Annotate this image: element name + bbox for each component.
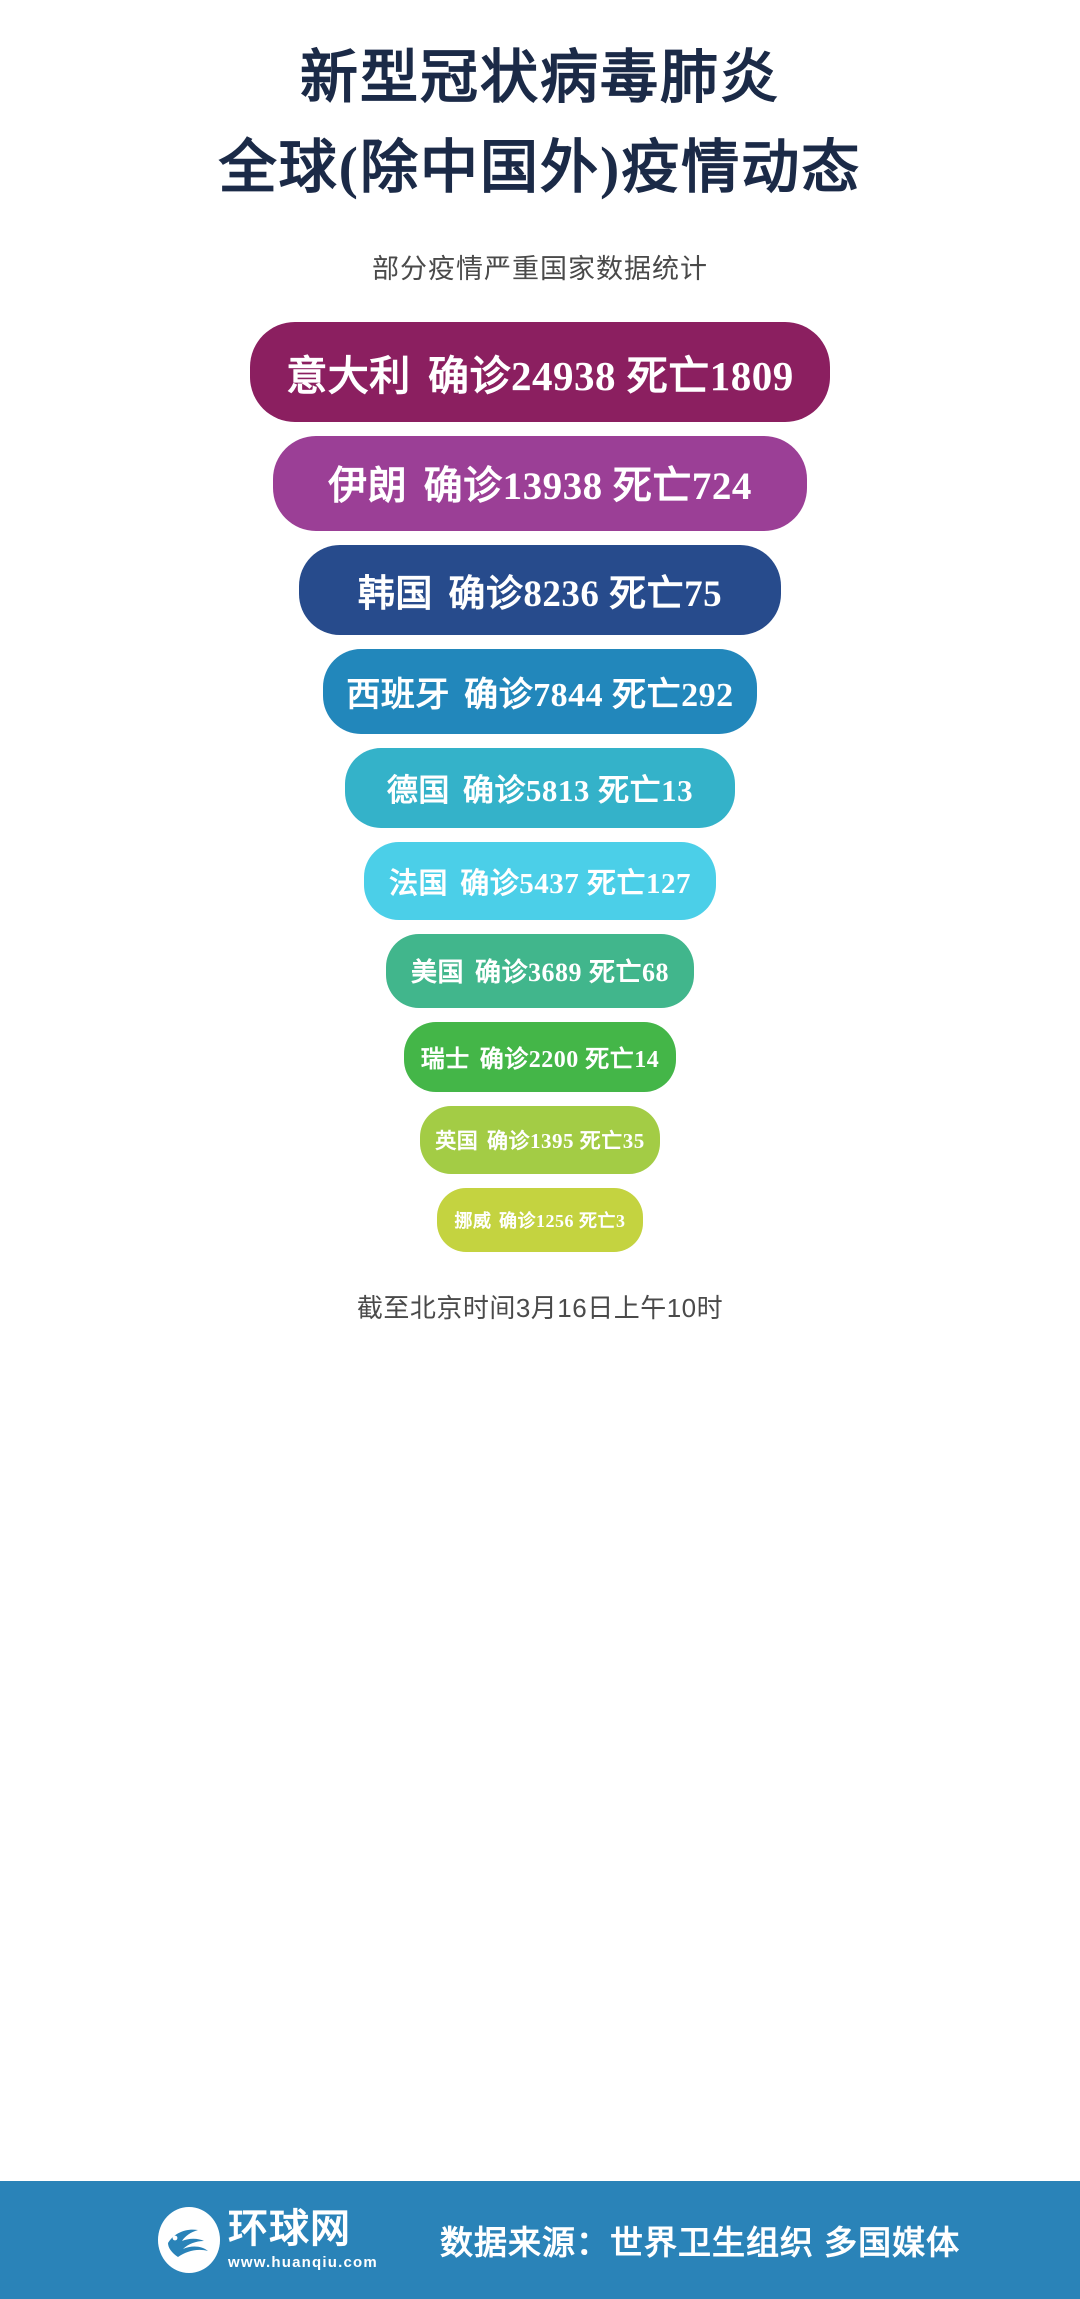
page-subtitle: 部分疫情严重国家数据统计	[372, 253, 708, 284]
country-bar[interactable]: 韩国确诊8236 死亡75	[299, 544, 781, 635]
header: 新型冠状病毒肺炎 全球(除中国外)疫情动态 部分疫情严重国家数据统计	[0, 0, 1080, 286]
bar-stats-label: 确诊5813 死亡13	[462, 773, 694, 809]
bar-row: 美国确诊3689 死亡68	[0, 933, 1080, 1008]
country-bar[interactable]: 美国确诊3689 死亡68	[386, 933, 694, 1008]
bar-row: 德国确诊5813 死亡13	[0, 747, 1080, 828]
globe-eagle-icon	[158, 2207, 220, 2273]
bar-row: 韩国确诊8236 死亡75	[0, 544, 1080, 635]
country-bar[interactable]: 法国确诊5437 死亡127	[364, 841, 716, 920]
bar-stats-label: 确诊1395 死亡35	[487, 1128, 645, 1153]
bar-row: 法国确诊5437 死亡127	[0, 841, 1080, 920]
country-bar[interactable]: 伊朗确诊13938 死亡724	[273, 435, 807, 531]
data-source-text: 数据来源：世界卫生组织 多国媒体	[439, 2224, 961, 2261]
bar-stats-label: 确诊8236 死亡75	[448, 573, 723, 615]
bar-country-label: 韩国	[357, 573, 433, 615]
data-timestamp-note: 截至北京时间3月16日上午10时	[356, 1292, 724, 1323]
bar-row: 挪威确诊1256 死亡3	[0, 1187, 1080, 1252]
country-bar[interactable]: 瑞士确诊2200 死亡14	[404, 1021, 676, 1092]
huanqiu-logo: 环球网 www.huanqiu.com	[158, 2207, 378, 2273]
bar-stats-label: 确诊24938 死亡1809	[427, 352, 794, 399]
country-bar[interactable]: 挪威确诊1256 死亡3	[437, 1187, 643, 1252]
country-bar[interactable]: 德国确诊5813 死亡13	[345, 747, 735, 828]
country-bar[interactable]: 英国确诊1395 死亡35	[420, 1105, 660, 1174]
page-title-line-1: 新型冠状病毒肺炎	[299, 45, 780, 110]
page-title-line-2: 全球(除中国外)疫情动态	[218, 135, 862, 201]
bar-stats-label: 确诊13938 死亡724	[423, 465, 752, 509]
bar-row: 意大利确诊24938 死亡1809	[0, 321, 1080, 422]
bar-row: 英国确诊1395 死亡35	[0, 1105, 1080, 1174]
bar-country-label: 挪威	[454, 1210, 492, 1231]
bar-row: 瑞士确诊2200 死亡14	[0, 1021, 1080, 1092]
bar-country-label: 英国	[435, 1128, 479, 1153]
bar-country-label: 西班牙	[346, 676, 450, 714]
country-bar[interactable]: 西班牙确诊7844 死亡292	[323, 648, 757, 734]
logo-url: www.huanqiu.com	[228, 2254, 378, 2271]
bar-row: 西班牙确诊7844 死亡292	[0, 648, 1080, 734]
bar-stats-label: 确诊7844 死亡292	[464, 676, 734, 714]
bar-country-label: 美国	[411, 958, 465, 988]
bar-country-label: 德国	[386, 773, 450, 809]
bar-stats-label: 确诊2200 死亡14	[479, 1047, 660, 1074]
bar-stats-label: 确诊3689 死亡68	[474, 958, 669, 988]
bar-country-label: 意大利	[286, 352, 411, 399]
bar-country-label: 伊朗	[328, 465, 408, 509]
logo-name: 环球网	[228, 2207, 351, 2251]
bar-stats-label: 确诊5437 死亡127	[460, 867, 691, 900]
bar-stats-label: 确诊1256 死亡3	[499, 1210, 626, 1231]
bar-row: 伊朗确诊13938 死亡724	[0, 435, 1080, 531]
country-bar[interactable]: 意大利确诊24938 死亡1809	[250, 321, 830, 422]
bar-chart: 意大利确诊24938 死亡1809 伊朗确诊13938 死亡724 韩国确诊8236…	[0, 321, 1080, 1266]
bar-country-label: 瑞士	[420, 1047, 470, 1074]
footer-bar: 环球网 www.huanqiu.com 数据来源：世界卫生组织 多国媒体	[0, 2181, 1080, 2299]
logo-text-block: 环球网 www.huanqiu.com	[228, 2209, 378, 2271]
bar-country-label: 法国	[389, 867, 449, 900]
